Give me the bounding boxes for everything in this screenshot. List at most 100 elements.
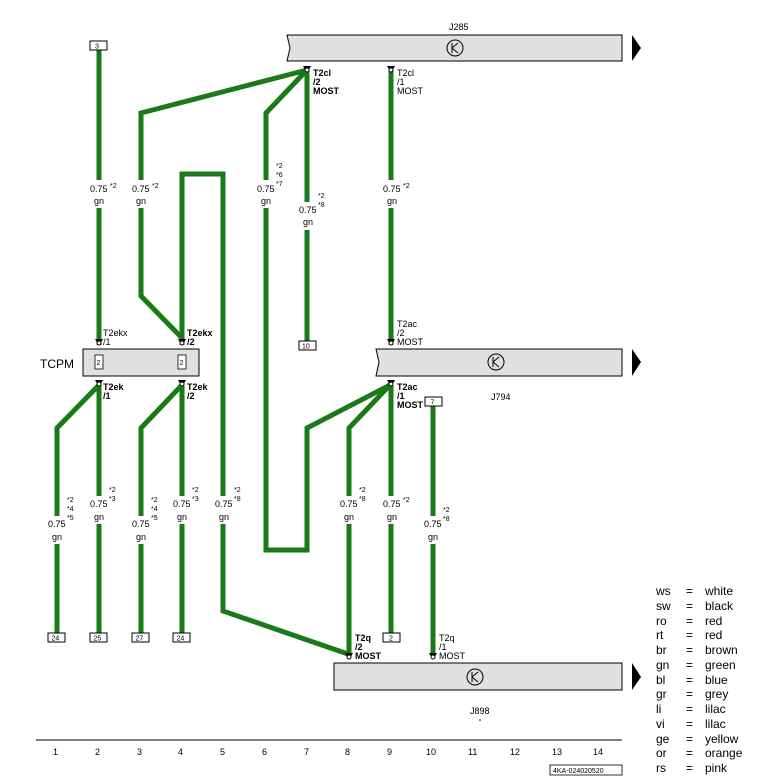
legend-text: ws bbox=[655, 584, 671, 598]
ref-label: 24 bbox=[177, 636, 185, 643]
legend-text: = bbox=[686, 687, 693, 701]
wire-note: *8 bbox=[359, 496, 366, 503]
wire-note: *2 bbox=[151, 497, 158, 504]
legend-text: yellow bbox=[705, 732, 739, 746]
pin-label: 2 bbox=[97, 360, 101, 367]
wire-size: 0.75 bbox=[90, 184, 108, 194]
wire-note: *8 bbox=[318, 202, 325, 209]
component-label: J794 bbox=[491, 392, 511, 402]
wire-note: *2 bbox=[403, 183, 410, 190]
legend-text: sw bbox=[656, 599, 671, 613]
connector-labels: T2cl /2 MOST T2cl /1 MOST T2ac /2 MOST T… bbox=[103, 68, 466, 661]
wire-note: *7 bbox=[276, 181, 283, 188]
ref-label: 3 bbox=[95, 44, 99, 51]
connector-pin: /1 bbox=[439, 642, 447, 652]
connector-name: T2ac bbox=[397, 382, 418, 392]
axis-label: 9 bbox=[387, 747, 392, 757]
wire-color: gn bbox=[428, 532, 438, 542]
connector-pin: /1 bbox=[103, 337, 111, 347]
legend-text: red bbox=[705, 614, 722, 628]
wire-color: gn bbox=[387, 512, 397, 522]
legend-text: green bbox=[705, 658, 736, 672]
legend-text: white bbox=[704, 584, 733, 598]
axis-label: 5 bbox=[220, 747, 225, 757]
wire-t2ac1-t2q2 bbox=[346, 383, 392, 654]
wire-size: 0.75 bbox=[132, 184, 150, 194]
axis-label: 12 bbox=[510, 747, 520, 757]
legend-text: = bbox=[686, 599, 693, 613]
connector-pin: /1 bbox=[397, 77, 405, 87]
connector-name: T2ekx bbox=[103, 328, 128, 338]
legend-text: lilac bbox=[705, 717, 726, 731]
wire-note: *2 bbox=[403, 497, 410, 504]
legend-text: lilac bbox=[705, 702, 726, 716]
legend-text: = bbox=[686, 673, 693, 687]
wire-note: *2 bbox=[109, 487, 116, 494]
wire-color: gn bbox=[344, 512, 354, 522]
ref-label: 7 bbox=[431, 400, 435, 407]
legend-text: bl bbox=[656, 673, 665, 687]
connector-name: T2ac bbox=[397, 319, 418, 329]
connector-name: T2q bbox=[355, 633, 371, 643]
most-bus-icon bbox=[487, 353, 505, 371]
connector-pin: /2 bbox=[397, 328, 405, 338]
axis-label: 1 bbox=[53, 747, 58, 757]
legend-text: = bbox=[686, 658, 693, 672]
wire-size: 0.75 bbox=[299, 205, 317, 215]
connector-symbols bbox=[95, 66, 437, 660]
most-bus-icon bbox=[446, 39, 464, 57]
connector-bus: MOST bbox=[355, 651, 382, 661]
legend-text: = bbox=[686, 746, 693, 760]
wire-color: gn bbox=[94, 196, 104, 206]
component-label: TCPM bbox=[40, 357, 74, 371]
connector-name: T2ekx bbox=[187, 328, 213, 338]
wire-color: gn bbox=[303, 217, 313, 227]
wire-label-gaps bbox=[46, 180, 446, 544]
wire-note: *5 bbox=[67, 515, 74, 522]
connector-pin: /2 bbox=[313, 77, 321, 87]
legend-text: vi bbox=[656, 717, 665, 731]
legend-text: = bbox=[686, 702, 693, 716]
wire-note: *2 bbox=[276, 163, 283, 170]
legend-text: = bbox=[686, 761, 693, 775]
legend-text: blue bbox=[705, 673, 728, 687]
grid-axis: 1 2 3 4 5 6 7 8 9 10 11 12 13 14 4KA-024… bbox=[36, 739, 623, 776]
legend-text: rs bbox=[656, 761, 666, 775]
legend-text: = bbox=[686, 584, 693, 598]
axis-label: 3 bbox=[137, 747, 142, 757]
wire-note: *2 bbox=[318, 193, 325, 200]
wire-note: *8 bbox=[234, 496, 241, 503]
wire-color: gn bbox=[261, 196, 271, 206]
axis-label: 2 bbox=[95, 747, 100, 757]
ref-label: 10 bbox=[302, 344, 310, 351]
wire-note: *2 bbox=[234, 487, 241, 494]
axis-label: 14 bbox=[593, 747, 603, 757]
wire-size: 0.75 bbox=[215, 499, 233, 509]
connector-pin: /1 bbox=[397, 391, 405, 401]
wire-note: *4 bbox=[151, 506, 158, 513]
component-j898: J898 bbox=[333, 662, 641, 721]
connector-bus: MOST bbox=[313, 86, 340, 96]
ref-label: 25 bbox=[94, 636, 102, 643]
legend-text: = bbox=[686, 614, 693, 628]
wire-note: *2 bbox=[192, 487, 199, 494]
wire-note: *2 bbox=[110, 183, 117, 190]
legend-text: pink bbox=[705, 761, 728, 775]
wire-color: gn bbox=[177, 512, 187, 522]
legend-text: = bbox=[686, 643, 693, 657]
reference-boxes: 3 10 7 24 25 27 24 2 bbox=[47, 40, 443, 643]
wire-t2ek2-27 bbox=[138, 383, 184, 634]
wire-color: gn bbox=[136, 532, 146, 542]
connector-bus: MOST bbox=[397, 337, 424, 347]
wire-size: 0.75 bbox=[383, 499, 401, 509]
axis-label: 4 bbox=[178, 747, 183, 757]
axis-label: 11 bbox=[468, 747, 477, 757]
wire-size: 0.75 bbox=[48, 519, 66, 529]
legend-text: = bbox=[686, 628, 693, 642]
wire-size: 0.75 bbox=[132, 519, 150, 529]
wire-note: *2 bbox=[152, 183, 159, 190]
wire-size: 0.75 bbox=[257, 184, 275, 194]
wire-note: *5 bbox=[151, 515, 158, 522]
legend-text: = bbox=[686, 717, 693, 731]
wire-note: *3 bbox=[109, 496, 116, 503]
